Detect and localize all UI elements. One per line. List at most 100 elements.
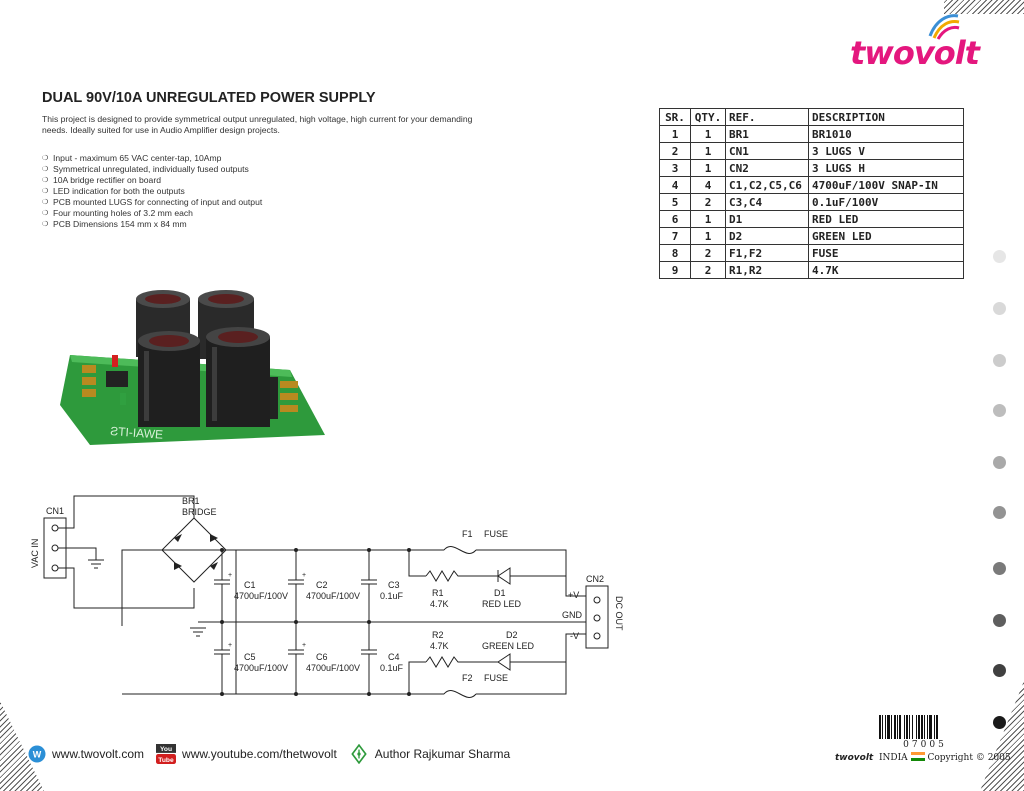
c4-label: C4 [388,652,400,662]
bom-cell-ref: D2 [725,227,809,245]
bom-header-ref: REF. [725,108,809,126]
bom-cell-qty: 1 [690,125,726,143]
circuit-schematic: CN1 VAC IN BR1 BRIDGE + + + + C1 4700uF/… [30,495,624,698]
copyright-country: INDIA [878,753,908,763]
r2-label: R2 [432,630,444,640]
barcode-bar [927,715,928,739]
copyright-symbol: © [975,753,985,763]
author-credit: Author Rajkumar Sharma [374,747,511,761]
capacitor-front-left [138,331,200,427]
barcode-bar [924,715,925,739]
side-dot [993,250,1006,263]
feature-item: 10A bridge rectifier on board [42,175,282,186]
svg-text:You: You [160,746,172,753]
youtube-link[interactable]: www.youtube.com/thetwovolt [182,747,337,761]
bom-header-row: SR. QTY. REF. DESCRIPTION [659,108,964,126]
bom-cell-qty: 2 [690,244,726,262]
pcb-photo: ƧTI-IAWE [60,290,325,445]
side-dot [993,614,1006,627]
vneg-label: -V [570,631,579,641]
bom-cell-description: BR1010 [808,125,964,143]
bom-cell-ref: BR1 [725,125,809,143]
pen-nib-icon [351,744,367,764]
bom-cell-ref: F1,F2 [725,244,809,262]
side-dot [993,562,1006,575]
feature-item: PCB Dimensions 154 mm x 84 mm [42,219,282,230]
bom-header-qty: QTY. [690,108,726,126]
side-dot [993,354,1006,367]
barcode-bar [885,715,886,739]
barcode-bar [887,715,890,739]
website-link[interactable]: www.twovolt.com [52,747,145,761]
pcb-silkscreen-mark: ƧTI-IAWE [110,424,164,442]
barcode-bar [879,715,881,739]
cn1-label: CN1 [46,506,64,516]
barcode-bar [891,715,892,739]
bom-cell-description: 4700uF/100V SNAP-IN [808,176,964,194]
corner-hatch-bottom-right [980,681,1024,791]
bom-cell-ref: R1,R2 [725,261,809,279]
bom-cell-qty: 1 [690,159,726,177]
c6-polarity: + [302,642,306,649]
vpos-label: +V [568,590,579,600]
barcode [879,715,938,739]
bom-cell-qty: 2 [690,193,726,211]
d2-label: D2 [506,630,518,640]
bom-cell-ref: D1 [725,210,809,228]
barcode-bar [918,715,920,739]
barcode-bar [899,715,901,739]
bom-cell-sr: 7 [659,227,691,245]
barcode-bar [936,715,938,739]
input-lug [82,365,96,373]
copyright-year: 2005 [987,753,1011,763]
bom-header-description: DESCRIPTION [808,108,964,126]
logo-swoosh-icon [928,14,960,40]
bom-cell-ref: C3,C4 [725,193,809,211]
barcode-bar [906,715,908,739]
c1-label: C1 [244,580,256,590]
side-dot [993,506,1006,519]
svg-text:W: W [33,750,42,760]
side-dot [993,404,1006,417]
bom-cell-description: RED LED [808,210,964,228]
red-led [112,355,118,367]
br1-label: BR1 [182,496,200,506]
c5-value: 4700uF/100V [234,663,288,673]
bom-cell-sr: 6 [659,210,691,228]
barcode-bar [894,715,896,739]
barcode-bar [912,715,913,739]
c5-polarity: + [228,642,232,649]
dc-out-label: DC OUT [614,596,624,631]
vac-in-label: VAC IN [30,539,40,568]
c5-label: C5 [244,652,256,662]
copyright-brand: twovolt [835,753,874,763]
c6-value: 4700uF/100V [306,663,360,673]
barcode-bar [916,715,917,739]
c4-value: 0.1uF [380,663,404,673]
f1-label: F1 [462,529,473,539]
bom-cell-sr: 1 [659,125,691,143]
r1-value: 4.7K [430,599,449,609]
d2-type: GREEN LED [482,641,535,651]
feature-list: Input - maximum 65 VAC center-tap, 10Amp… [42,153,282,230]
barcode-bar [882,715,883,739]
www-globe-icon: W [28,745,46,763]
bridge-rectifier [106,371,128,387]
green-led [120,393,126,405]
bom-cell-ref: C1,C2,C5,C6 [725,176,809,194]
barcode-bar [934,715,935,739]
barcode-bar [904,715,905,739]
side-dot [993,456,1006,469]
bom-cell-sr: 3 [659,159,691,177]
gnd-label: GND [562,610,583,620]
bom-cell-qty: 4 [690,176,726,194]
feature-item: LED indication for both the outputs [42,186,282,197]
logo-text: twovolt [850,34,980,72]
